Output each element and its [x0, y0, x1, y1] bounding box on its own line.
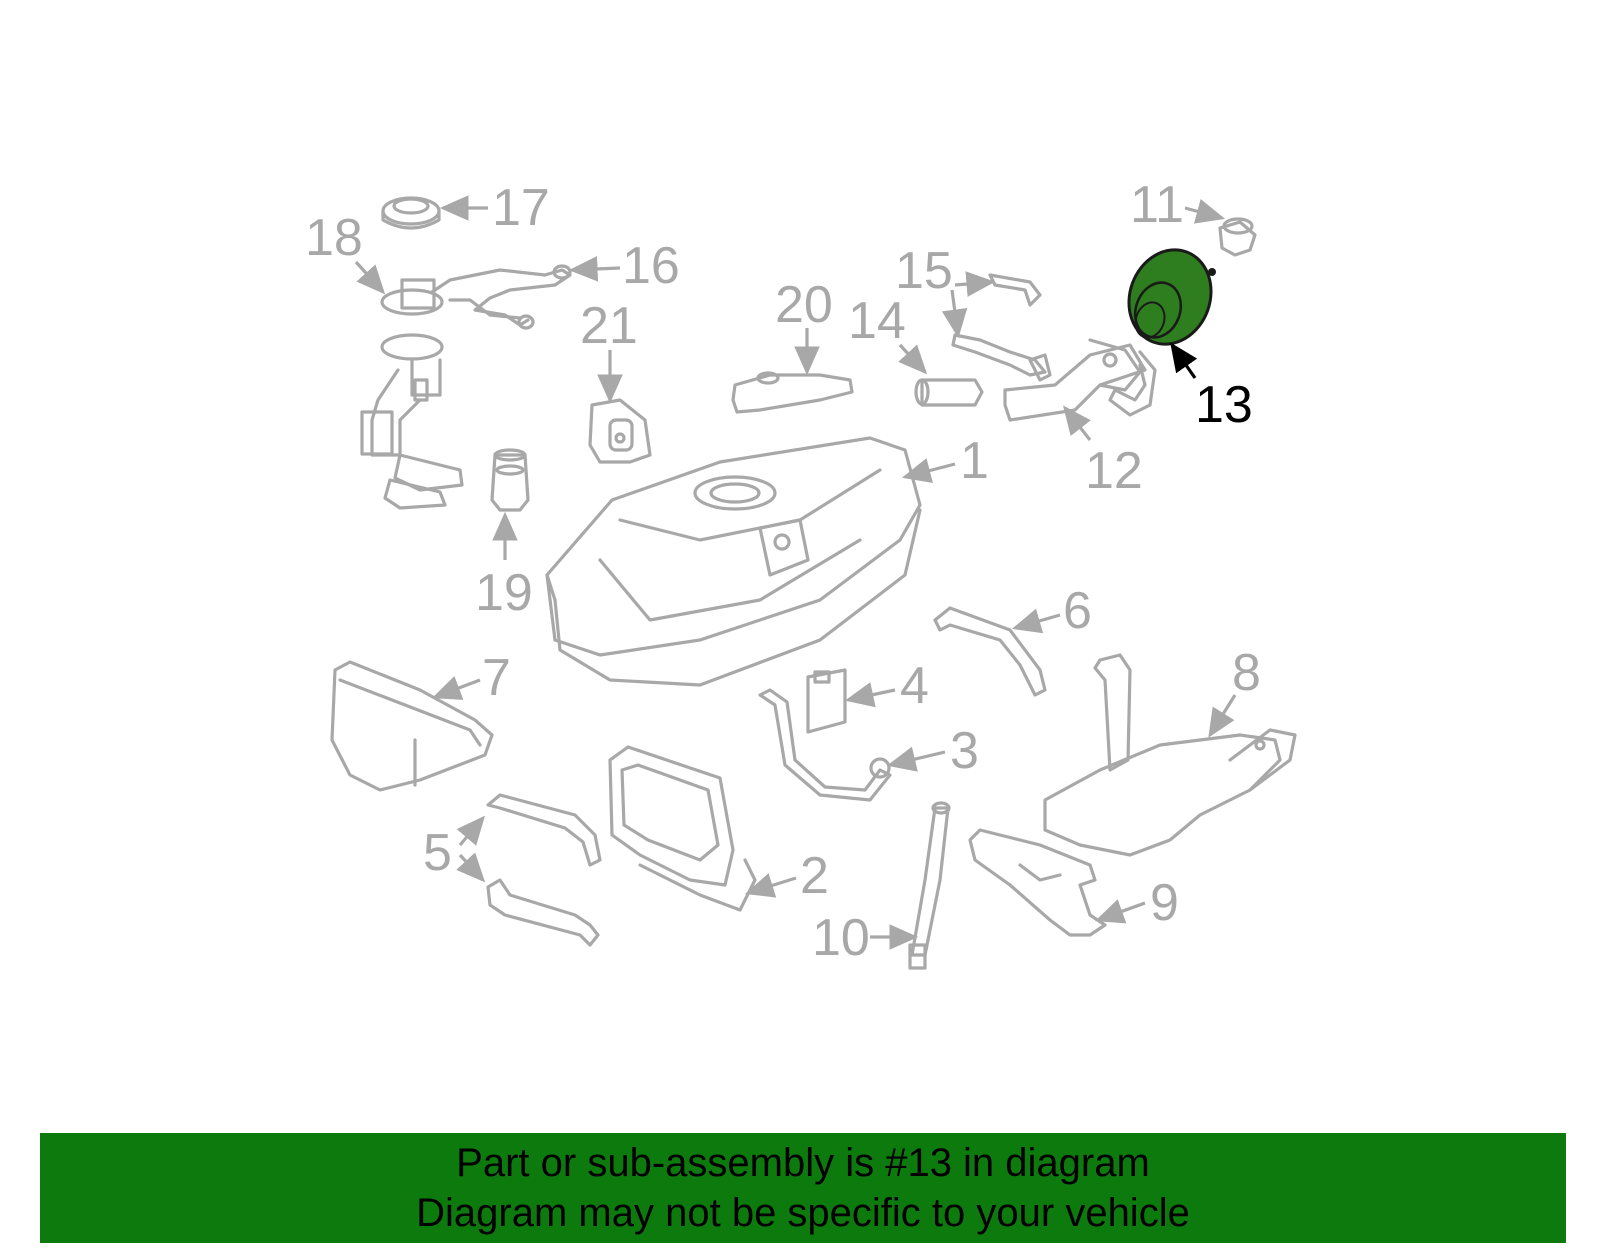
part-15-vent-hose — [951, 273, 1047, 377]
part-14-filter — [914, 378, 984, 407]
part-13-inner-ring-2 — [1134, 301, 1166, 339]
callout-17: 17 — [492, 179, 550, 237]
part-13-inner-ring — [1133, 281, 1183, 339]
callout-2: 2 — [800, 847, 829, 905]
part-18-pump-assembly — [360, 278, 464, 510]
part-20-pad — [731, 371, 854, 414]
banner-line-2: Diagram may not be specific to your vehi… — [416, 1191, 1190, 1235]
arrow-12 — [1063, 405, 1092, 441]
arrow-6 — [1011, 608, 1061, 634]
part-3-strap — [758, 688, 892, 802]
arrow-2 — [744, 873, 797, 898]
callout-8: 8 — [1232, 644, 1261, 702]
part-4-bracket — [806, 668, 847, 734]
arrow-9 — [1094, 899, 1146, 924]
part-13-outer-ring[interactable] — [1116, 238, 1224, 356]
callout-10: 10 — [812, 909, 870, 967]
callout-14: 14 — [848, 292, 906, 350]
arrow-11 — [1184, 198, 1226, 224]
callout-12: 12 — [1085, 442, 1143, 500]
callout-21: 21 — [580, 297, 638, 355]
callout-15: 15 — [895, 242, 953, 300]
callout-16: 16 — [622, 237, 680, 295]
callout-7: 7 — [482, 649, 511, 707]
arrow-1 — [901, 458, 956, 483]
part-13-seal-highlighted — [1116, 238, 1224, 356]
arrow-5a — [456, 815, 486, 847]
arrow-8 — [1208, 694, 1237, 738]
part-10-hose — [908, 801, 951, 970]
callout-11: 11 — [1130, 176, 1184, 234]
arrow-15 — [941, 289, 968, 339]
arrow-14 — [898, 343, 928, 375]
part-21-grommet — [588, 398, 652, 464]
arrow-16 — [568, 256, 621, 282]
callout-19: 19 — [475, 564, 533, 622]
callout-18: 18 — [305, 209, 363, 267]
arrow-15b — [954, 271, 996, 297]
callout-1: 1 — [960, 432, 989, 490]
part-5-straps — [486, 793, 602, 947]
arrow-4 — [844, 682, 896, 708]
part-11-cap — [1218, 217, 1257, 257]
callout-5: 5 — [423, 824, 452, 882]
callout-4: 4 — [900, 657, 929, 715]
callouts: 1 2 3 4 5 6 7 8 9 10 11 12 13 14 15 16 1… — [305, 176, 1261, 967]
part-2-frame — [608, 745, 757, 912]
part-17-lock-ring — [381, 196, 441, 230]
arrow-5b — [456, 852, 486, 883]
part-19-filter — [490, 448, 530, 512]
callout-13: 13 — [1195, 376, 1253, 434]
part-16-fuel-lines — [430, 264, 572, 330]
callout-20: 20 — [775, 276, 833, 334]
part-12-filler-neck — [1003, 338, 1157, 422]
part-13-tab — [1208, 268, 1216, 276]
arrow-13 — [1170, 342, 1198, 379]
part-8-shield — [1043, 653, 1297, 857]
arrow-7 — [432, 675, 481, 700]
callout-3: 3 — [950, 722, 979, 780]
part-7-skid-plate — [330, 660, 494, 792]
info-banner: Part or sub-assembly is #13 in diagram D… — [40, 1133, 1566, 1243]
arrow-3 — [886, 746, 946, 772]
callout-6: 6 — [1063, 582, 1092, 640]
arrows — [354, 195, 1237, 950]
arrow-18 — [354, 260, 386, 295]
part-1-fuel-tank — [545, 436, 922, 687]
callout-9: 9 — [1150, 874, 1179, 932]
banner-line-1: Part or sub-assembly is #13 in diagram — [456, 1141, 1150, 1185]
part-6-strap — [933, 606, 1047, 697]
